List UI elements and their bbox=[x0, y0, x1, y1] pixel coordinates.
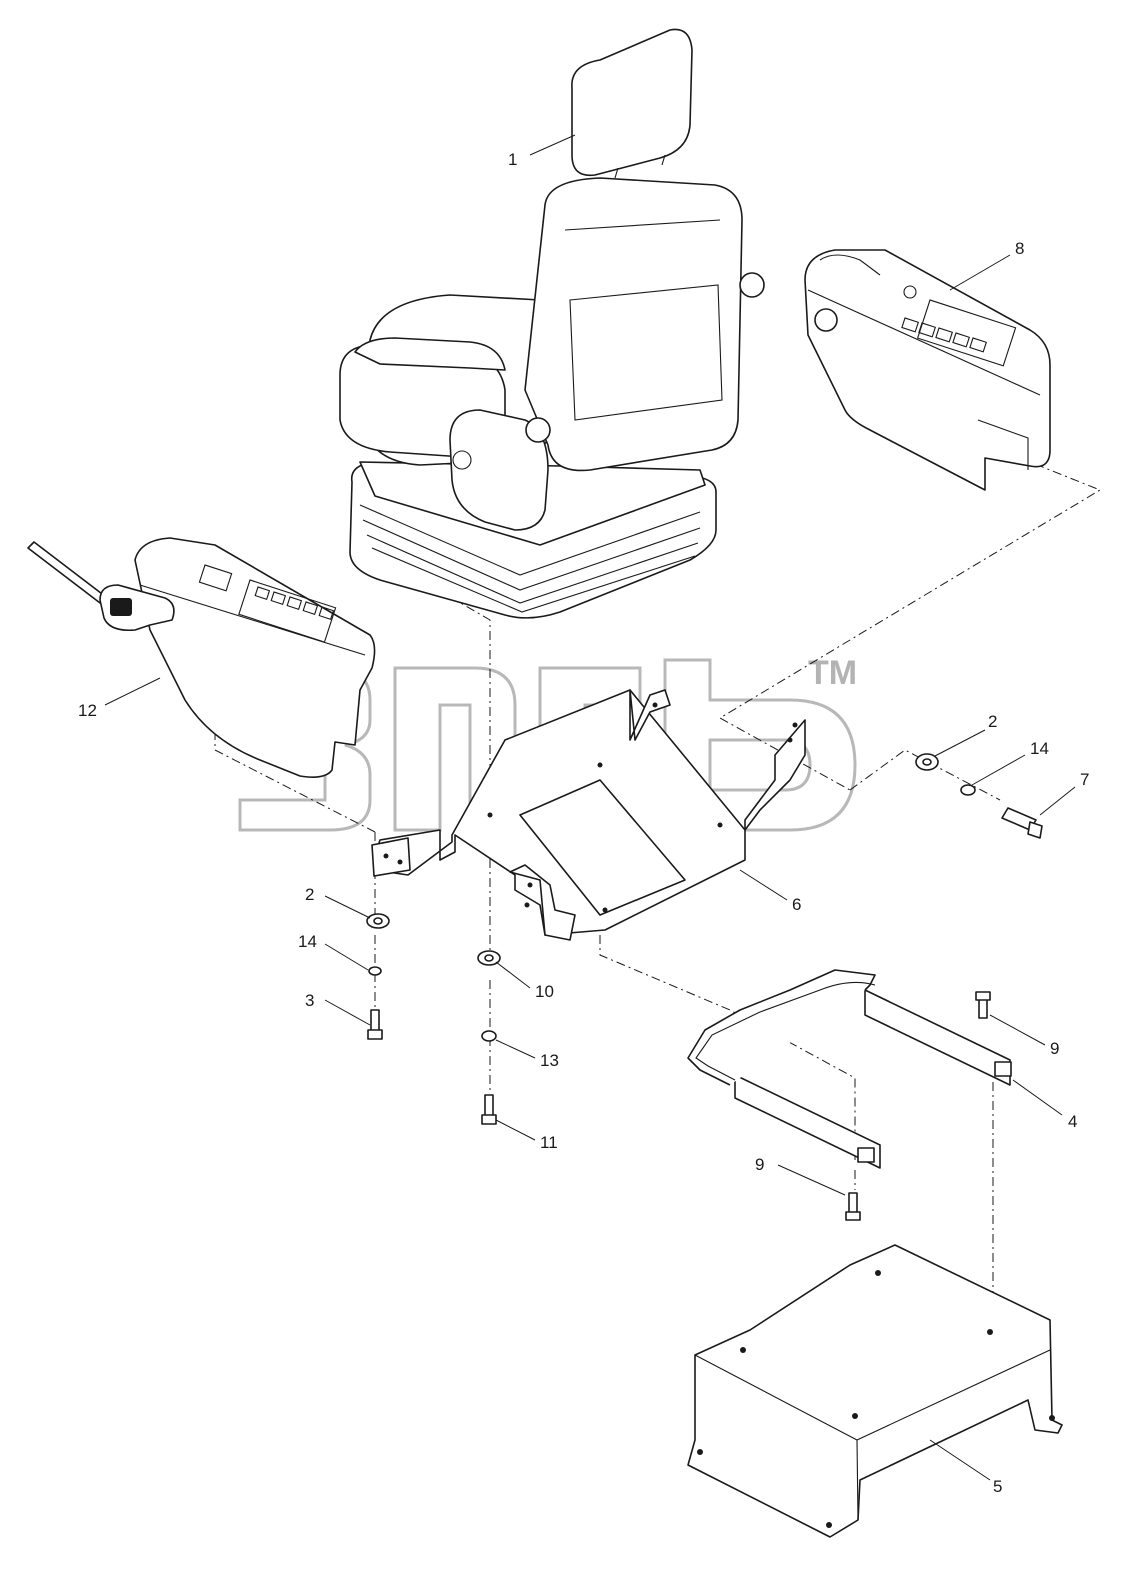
callout-9-left: 9 bbox=[755, 1155, 764, 1174]
callout-3: 3 bbox=[305, 991, 314, 1010]
seat-base-pedestal bbox=[687, 1244, 1063, 1538]
watermark-tm-text: TM bbox=[808, 654, 857, 692]
callout-11: 11 bbox=[540, 1133, 558, 1152]
mounting-plate bbox=[371, 689, 806, 941]
callout-1: 1 bbox=[508, 150, 517, 169]
callout-labels: 1 8 12 2 14 7 6 2 14 3 10 13 11 9 4 9 5 bbox=[78, 150, 1089, 1496]
callout-13: 13 bbox=[540, 1051, 559, 1070]
callout-14-left: 14 bbox=[298, 932, 317, 951]
callout-14-right: 14 bbox=[1030, 739, 1049, 758]
right-armrest-console bbox=[804, 249, 1051, 491]
seat-assembly bbox=[339, 28, 765, 619]
callout-6: 6 bbox=[792, 895, 801, 914]
callout-8: 8 bbox=[1015, 239, 1024, 258]
callout-7: 7 bbox=[1080, 770, 1089, 789]
callout-12: 12 bbox=[78, 701, 97, 720]
callout-2-right: 2 bbox=[988, 712, 997, 731]
callout-10: 10 bbox=[535, 982, 554, 1001]
leader-lines bbox=[104, 134, 1076, 1481]
left-armrest-console bbox=[27, 537, 376, 778]
callout-5: 5 bbox=[993, 1477, 1002, 1496]
seat-slide-rails bbox=[687, 969, 1012, 1169]
callout-4: 4 bbox=[1068, 1112, 1077, 1131]
callout-9-right: 9 bbox=[1050, 1039, 1059, 1058]
hardware bbox=[366, 753, 1043, 1221]
callout-2-left: 2 bbox=[305, 885, 314, 904]
